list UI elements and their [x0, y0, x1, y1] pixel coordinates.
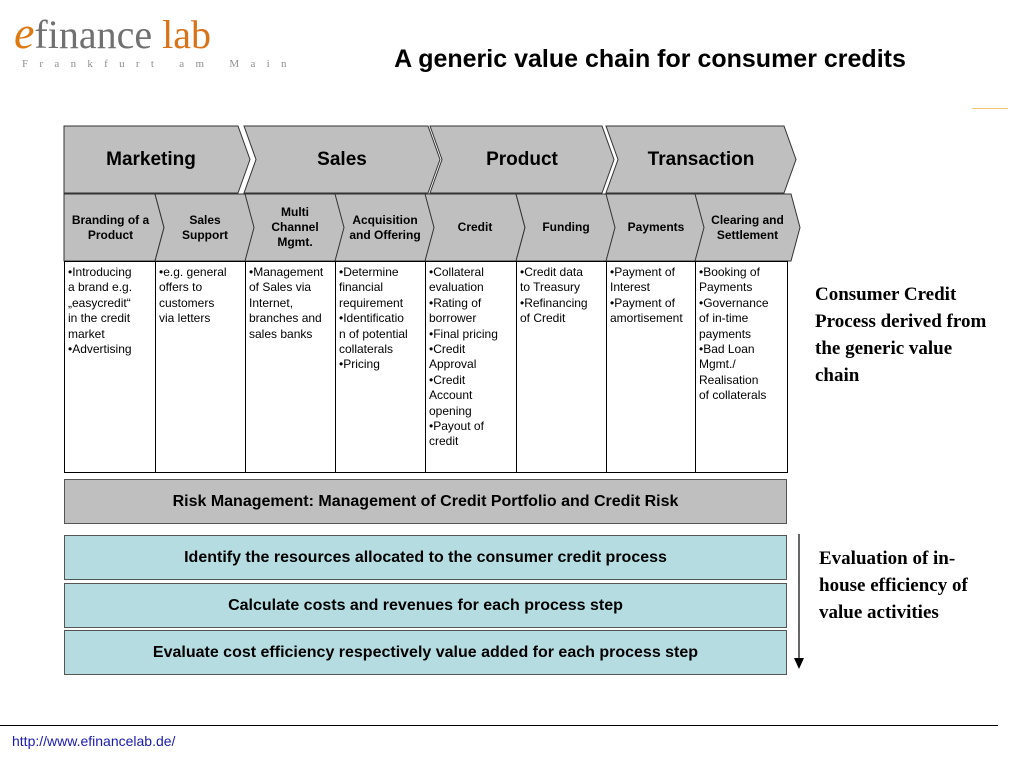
activity-line: •Payment of	[610, 295, 675, 310]
activity-line: evaluation	[429, 280, 484, 295]
activity-line: •Governance	[699, 295, 769, 310]
activity-line: a brand e.g.	[68, 280, 133, 295]
evaluation-step-3: Evaluate cost efficiency respectively va…	[64, 630, 787, 675]
process-note: Consumer Credit Process derived from the…	[815, 284, 987, 386]
activity-line: •Payment of	[610, 265, 675, 279]
activity-line: •e.g. general	[159, 265, 227, 279]
activity-line: opening	[429, 403, 472, 418]
activity-line: Interest	[610, 280, 651, 295]
activity-line: via letters	[159, 311, 211, 326]
title-bottom-rule	[972, 108, 1008, 109]
activity-line: •Identificatio	[339, 311, 404, 326]
activity-line: payments	[699, 326, 752, 341]
activity-line: •Refinancing	[520, 295, 588, 310]
activity-line: Approval	[429, 357, 477, 372]
logo-finance: finance	[34, 12, 153, 57]
activity-line: branches and	[249, 311, 322, 326]
activity-line: of Credit	[520, 311, 566, 326]
main-chevron-1	[63, 125, 251, 194]
activity-line: •Pricing	[339, 357, 380, 372]
sub-chevron-label-8: Clearing and Settlement	[711, 212, 784, 242]
evaluation-step-2: Calculate costs and revenues for each pr…	[64, 583, 787, 628]
efinance-lab-logo: efinance lab Frankfurt am Main	[14, 10, 298, 71]
activity-line: amortisement	[610, 311, 683, 326]
activity-line: •Collateral	[429, 265, 484, 279]
activity-line: Payments	[699, 280, 753, 295]
main-chevron-2	[243, 125, 441, 194]
main-chevron-4	[605, 125, 797, 194]
activity-line: •Bad Loan	[699, 342, 755, 357]
logo-wordmark: efinance lab	[14, 10, 211, 58]
activity-line: collaterals	[339, 342, 394, 357]
activity-line: to Treasury	[520, 280, 581, 295]
activity-line: n of potential	[339, 326, 408, 341]
activity-line: •Management	[249, 265, 324, 279]
activity-line: •Credit data	[520, 265, 583, 279]
sub-chevron-label-2: Sales Support	[182, 212, 228, 242]
footer-link[interactable]: http://www.efinancelab.de/	[12, 733, 176, 749]
sub-chevron-8	[694, 193, 801, 262]
activity-line: •Booking of	[699, 265, 760, 279]
activity-line: Account	[429, 388, 473, 403]
evaluation-note: Evaluation of in-house efficiency of val…	[819, 548, 968, 623]
evaluation-step-1: Identify the resources allocated to the …	[64, 535, 787, 580]
activity-line: •Final pricing	[429, 326, 498, 341]
activity-line: •Credit	[429, 372, 466, 387]
activity-line: offers to	[159, 280, 203, 295]
sub-chevron-label-4: Acquisition and Offering	[349, 212, 421, 242]
main-chevron-label-4: Transaction	[647, 148, 755, 170]
down-arrow-icon	[794, 534, 804, 669]
activity-line: Realisation	[699, 372, 759, 387]
activity-line: •Payout of	[429, 419, 484, 434]
sub-chevron-label-7: Payments	[627, 220, 685, 234]
activity-line: in the credit	[68, 311, 131, 326]
main-chevron-label-1: Marketing	[106, 148, 196, 170]
main-chevron-label-2: Sales	[317, 148, 367, 170]
activity-line: •Rating of	[429, 295, 482, 310]
sub-chevron-label-5: Credit	[457, 220, 493, 234]
activity-line: market	[68, 326, 105, 341]
activity-line: •Introducing	[68, 265, 132, 279]
main-chevron-label-3: Product	[486, 148, 558, 170]
activity-line: of collaterals	[699, 388, 767, 403]
logo-lab: lab	[162, 12, 211, 57]
activity-line: borrower	[429, 311, 477, 326]
footer-divider	[0, 725, 998, 726]
activity-line: customers	[159, 295, 215, 310]
activity-line: of in-time	[699, 311, 749, 326]
activity-line: •Determine	[339, 265, 399, 279]
activity-line: „easycredit“	[68, 295, 131, 310]
activity-line: •Advertising	[68, 342, 132, 357]
title-rule-extended	[972, 108, 1008, 109]
logo-e: e	[14, 7, 35, 58]
activity-line: sales banks	[249, 326, 313, 341]
activity-line: requirement	[339, 295, 404, 310]
main-chevron-3	[429, 125, 615, 194]
logo-subtitle: Frankfurt am Main	[22, 58, 298, 70]
sub-chevron-label-6: Funding	[542, 220, 590, 234]
sub-chevron-label-3: Multi Channel Mgmt.	[271, 205, 319, 249]
page-title: A generic value chain for consumer credi…	[394, 45, 906, 73]
risk-management-bar: Risk Management: Management of Credit Po…	[64, 479, 787, 524]
sub-chevron-label-1: Branding of a Product	[71, 212, 150, 242]
activity-line: Mgmt./	[699, 357, 736, 372]
activity-line: financial	[339, 280, 384, 295]
activity-line: •Credit	[429, 342, 466, 357]
activity-line: credit	[429, 434, 459, 449]
activity-line: of Sales via	[249, 280, 312, 295]
activity-line: Internet,	[249, 295, 294, 310]
